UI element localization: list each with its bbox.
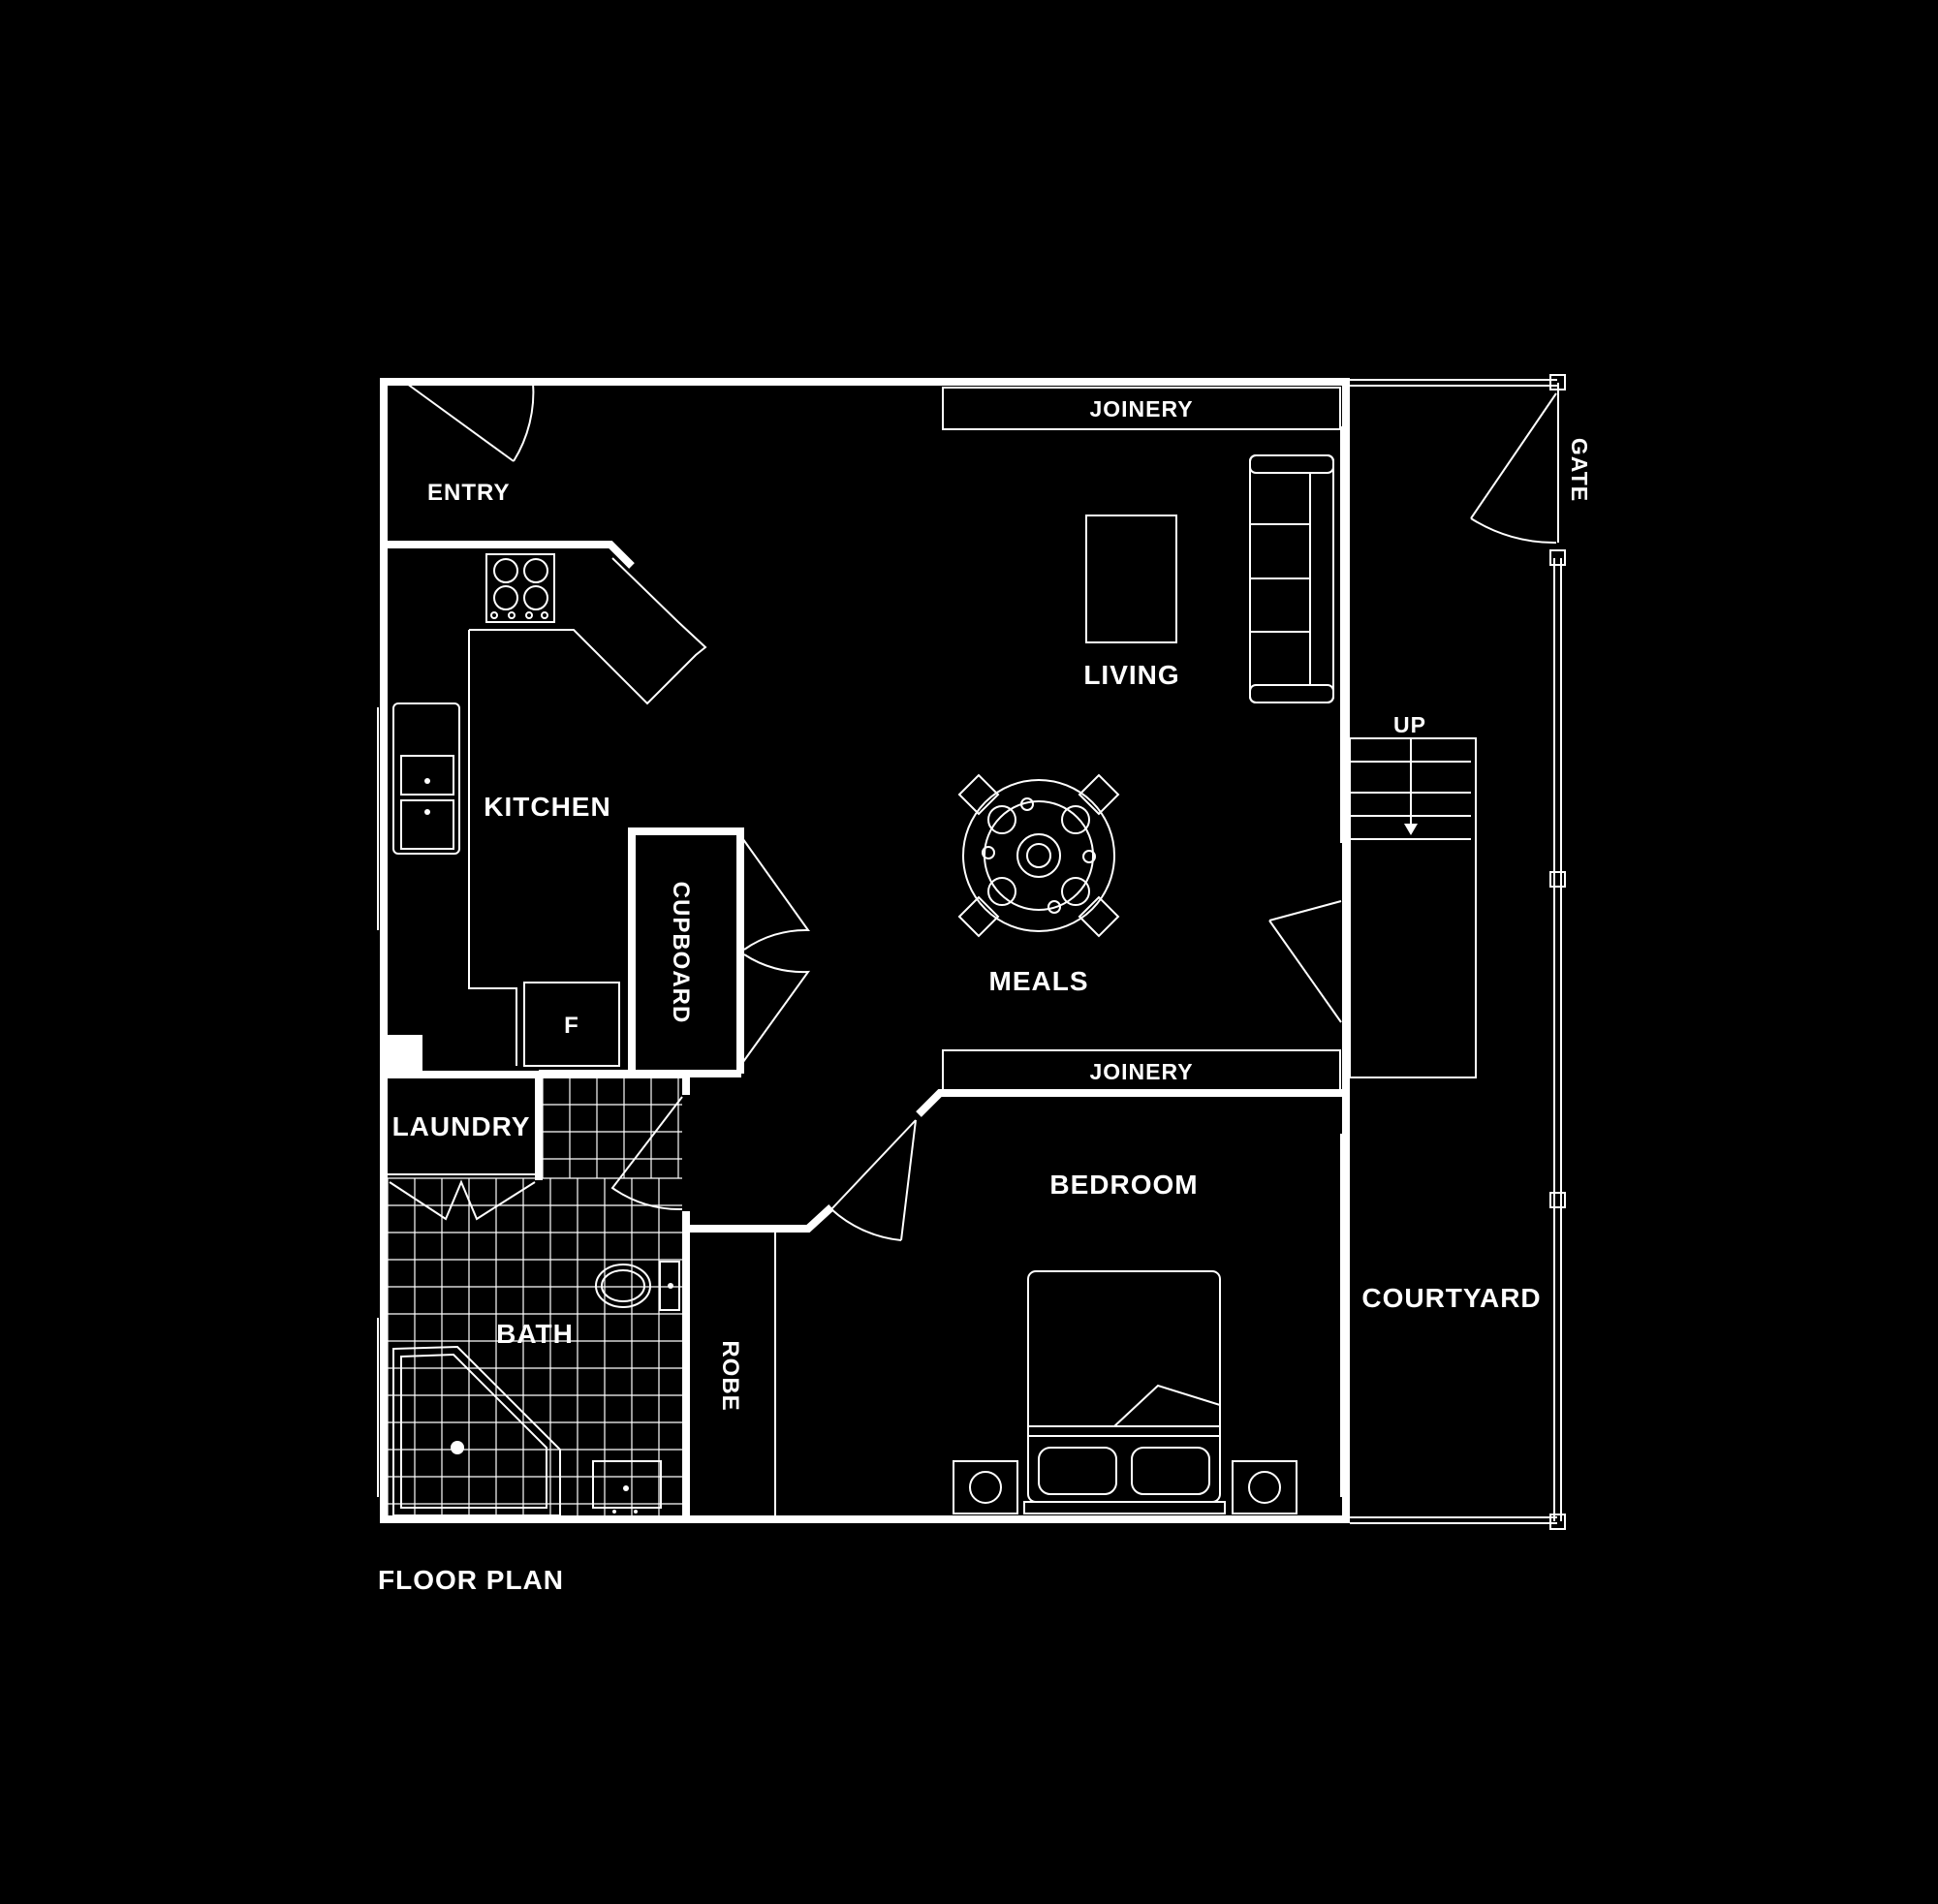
bath-tiles: [387, 1077, 682, 1515]
living-fixtures: [1085, 454, 1334, 703]
room-label-meals: MEALS: [989, 966, 1089, 996]
room-label-living: LIVING: [1083, 660, 1179, 690]
room-label-bath: BATH: [496, 1319, 574, 1349]
bedroom-fixtures: [953, 1270, 1297, 1514]
room-label-joinery-mid: JOINERY: [1089, 1059, 1193, 1084]
room-label-laundry: LAUNDRY: [392, 1111, 531, 1141]
kitchen-fixtures: [388, 553, 707, 1071]
stairs: [1349, 737, 1477, 1078]
interior-walls: [388, 379, 1562, 1524]
fence-posts: [1549, 374, 1566, 1530]
room-label-entry: ENTRY: [427, 480, 510, 506]
room-label-robe: ROBE: [717, 1340, 743, 1411]
stairs-up-label: UP: [1393, 712, 1426, 737]
joinery-mid: [942, 1049, 1341, 1094]
bath-fixtures: [392, 1261, 680, 1516]
dining-table: [957, 773, 1120, 938]
room-label-bedroom: BEDROOM: [1049, 1170, 1198, 1200]
room-label-joinery-top: JOINERY: [1089, 396, 1193, 421]
room-label-cupboard: CUPBOARD: [668, 882, 694, 1024]
joinery-top: [942, 387, 1341, 430]
room-label-gate: GATE: [1567, 438, 1592, 502]
exterior-walls: [377, 378, 1350, 1523]
room-label-courtyard: COURTYARD: [1361, 1283, 1541, 1313]
plan-caption: FLOOR PLAN: [378, 1565, 564, 1595]
room-label-kitchen: KITCHEN: [484, 792, 610, 822]
fridge-label: F: [564, 1013, 579, 1039]
